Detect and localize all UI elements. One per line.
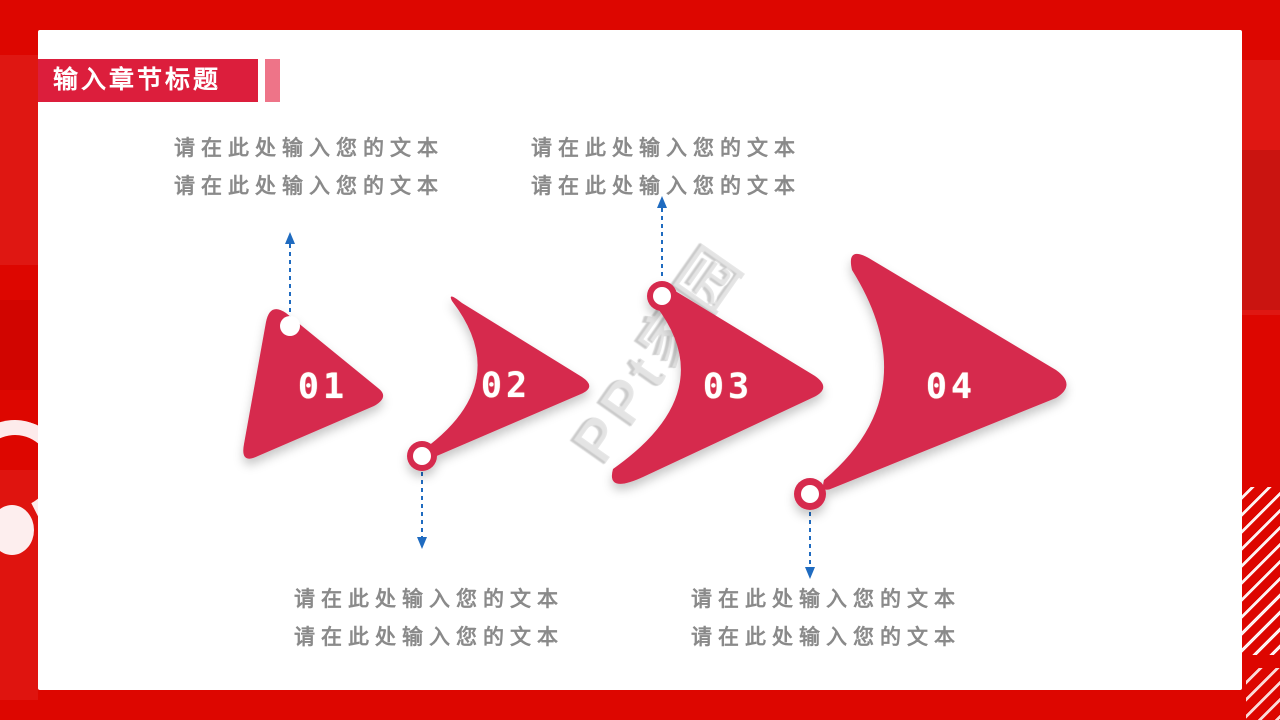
connector-arrowhead-down	[417, 537, 427, 549]
connector-dot-hole	[280, 316, 300, 336]
connector-arrowhead-up	[657, 196, 667, 208]
placeholder-line: 请在此处输入您的文本	[294, 626, 564, 649]
connector-step-1	[285, 232, 295, 318]
placeholder-line: 请在此处输入您的文本	[531, 175, 801, 198]
connector-step-2	[417, 472, 427, 549]
arrow-shape-02	[422, 296, 590, 460]
frame-decoration-white-dot	[0, 505, 34, 555]
connector-dot-hole	[801, 485, 819, 503]
frame-decoration-right-letter	[1242, 150, 1280, 310]
placeholder-line: 请在此处输入您的文本	[691, 626, 961, 649]
placeholder-line: 请在此处输入您的文本	[174, 175, 444, 198]
connector-arrowhead-up	[285, 232, 295, 244]
placeholder-text-block-step-3: 请在此处输入您的文本 请在此处输入您的文本	[506, 130, 826, 206]
step-shape-04	[794, 253, 1067, 510]
placeholder-text-block-step-4: 请在此处输入您的文本 请在此处输入您的文本	[666, 581, 986, 657]
connector-dot-hole	[413, 447, 431, 465]
placeholder-text-block-step-1: 请在此处输入您的文本 请在此处输入您的文本	[149, 130, 469, 206]
arrow-shape-01	[243, 309, 384, 459]
connector-arrowhead-down	[805, 567, 815, 579]
step-number-01: 01	[297, 367, 349, 407]
step-number-03: 03	[702, 367, 754, 407]
step-shape-03	[611, 281, 824, 484]
placeholder-line: 请在此处输入您的文本	[531, 137, 801, 160]
frame-decoration-left-top	[0, 55, 38, 265]
slide: 输入章节标题 PPt家园 请在此处输入您的文本 请在此处输入您的文本 请在此处输…	[38, 30, 1242, 690]
placeholder-line: 请在此处输入您的文本	[174, 137, 444, 160]
section-title-banner: 输入章节标题	[38, 59, 258, 102]
frame-decoration-stripes	[1238, 487, 1280, 655]
connector-step-3	[657, 196, 667, 279]
arrow-shape-04	[823, 253, 1067, 490]
frame-decoration-stripes-bottom	[1246, 668, 1280, 720]
section-title: 输入章节标题	[53, 66, 222, 94]
frame-decoration-right-top	[1242, 60, 1280, 315]
step-shape-02	[407, 296, 590, 471]
step-shape-01	[243, 309, 384, 459]
placeholder-line: 请在此处输入您的文本	[691, 588, 961, 611]
connector-step-4	[805, 512, 815, 579]
title-accent-bar	[265, 59, 280, 102]
arrow-shape-03	[611, 289, 824, 484]
frame-decoration-left-mid	[0, 300, 38, 390]
step-number-04: 04	[925, 367, 977, 407]
placeholder-text-block-step-2: 请在此处输入您的文本 请在此处输入您的文本	[269, 581, 589, 657]
process-diagram	[243, 196, 1067, 579]
step-number-02: 02	[480, 366, 532, 406]
placeholder-line: 请在此处输入您的文本	[294, 588, 564, 611]
connector-dot-hole	[653, 287, 671, 305]
